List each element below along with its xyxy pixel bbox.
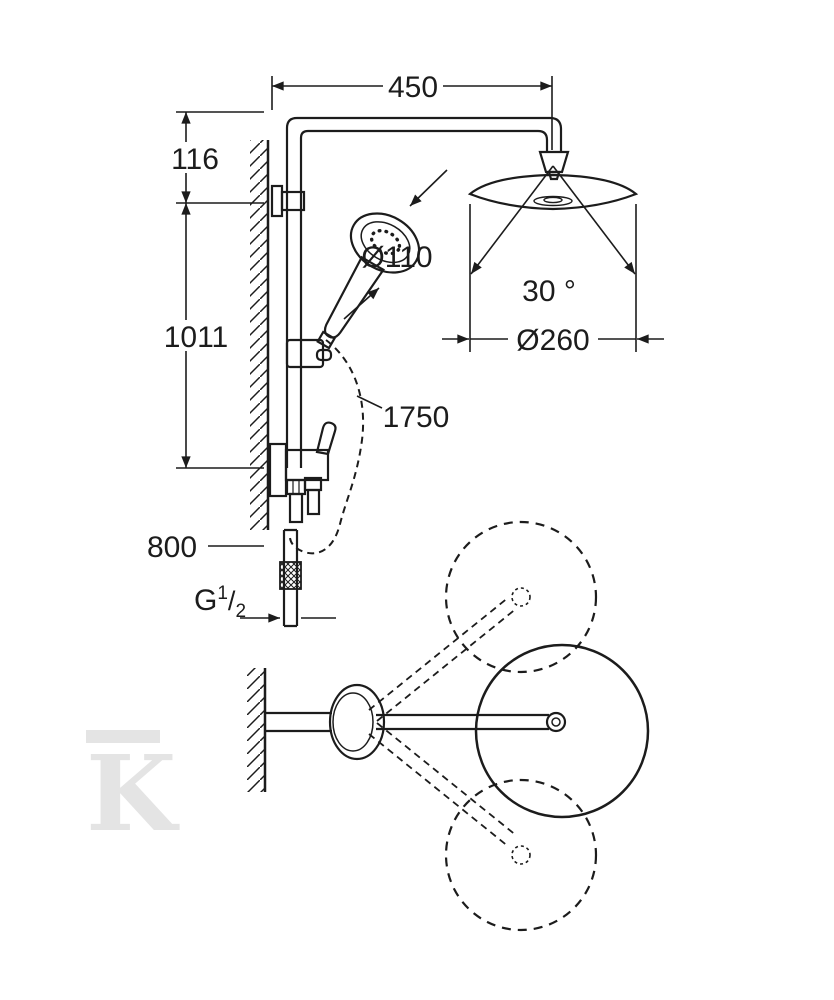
hand-shower-face-inner	[360, 221, 411, 264]
dim-800-label: 800	[147, 531, 197, 564]
shower-pipe-outer	[285, 116, 563, 468]
hand-shower	[316, 212, 421, 350]
shower-arm	[376, 713, 549, 731]
swivel-up-arm	[368, 596, 518, 722]
head-footprint-swivel-down	[444, 778, 598, 932]
thread-slash: /	[228, 586, 236, 616]
overhead-shower-head	[467, 173, 639, 211]
arm-end-joint-inner	[551, 717, 561, 727]
label-mask-450	[383, 70, 443, 101]
left-connector-stub	[288, 492, 304, 524]
head-ball-joint	[538, 150, 570, 174]
shower-pipe-inner	[299, 129, 549, 468]
wall-hatching-lower	[247, 668, 265, 792]
label-mask-1011	[158, 320, 234, 351]
knurled-coupling	[279, 561, 302, 590]
dim-116-label: 116	[171, 143, 219, 176]
side-elevation-view	[250, 116, 639, 628]
upper-wall-plate	[270, 184, 284, 218]
wall-mount-shaft	[265, 711, 332, 733]
dim-arrow-d110-lower	[343, 287, 380, 320]
angle-line-left	[470, 165, 554, 275]
label-mask-260	[508, 323, 598, 354]
head-joint-flange	[547, 170, 561, 181]
head-footprint-current	[474, 643, 650, 819]
thread-g: G	[194, 584, 217, 617]
dim-450-label: 450	[388, 71, 438, 104]
diverter-lever	[315, 421, 337, 456]
angle-line-right	[552, 165, 636, 275]
head-face-ring-inner	[543, 196, 563, 204]
dim-arrow-d110-upper	[409, 169, 448, 207]
dimension-annotations: 450 116 1011 Ø110 30 ° Ø260 1750 800	[147, 70, 664, 623]
thread-size-label: G1/2	[194, 583, 246, 622]
plan-view	[247, 520, 650, 932]
swivel-up-joint	[511, 587, 531, 607]
head-footprint-swivel-up	[444, 520, 598, 674]
dim-1750-label: 1750	[383, 401, 450, 434]
hand-shower-nozzles	[369, 228, 402, 256]
watermark-bar	[86, 730, 160, 743]
thread-denominator: 2	[235, 601, 246, 622]
arm-end-joint-outer	[545, 711, 567, 733]
dim-30deg-label: 30 °	[522, 275, 576, 308]
brand-watermark: K	[86, 730, 177, 855]
swivel-down-joint	[511, 845, 531, 865]
right-connector-stub	[306, 488, 321, 516]
head-face-ring-outer	[533, 195, 573, 207]
swivel-down-arm	[368, 722, 518, 848]
wall-hatching-upper	[250, 140, 268, 530]
thread-numerator: 1	[217, 583, 228, 604]
dim-1011-label: 1011	[164, 321, 229, 354]
hand-shower-face-outer	[349, 212, 421, 274]
diverter-body	[284, 448, 330, 482]
left-nut-facets	[292, 480, 300, 494]
leader-line-1750	[356, 395, 383, 409]
watermark-letter: K	[86, 732, 177, 855]
lower-wall-plate	[268, 442, 288, 498]
shower-hose	[288, 339, 365, 555]
label-mask-116	[164, 142, 226, 173]
dim-d110-label: Ø110	[361, 241, 432, 274]
holder-knob	[315, 348, 333, 362]
hand-shower-holder	[285, 338, 325, 369]
upper-bracket	[280, 190, 306, 212]
left-connector-nut	[285, 478, 307, 496]
dim-d260-label: Ø260	[516, 324, 589, 357]
escutcheon-inner	[332, 692, 374, 752]
escutcheon-outer	[328, 683, 386, 761]
